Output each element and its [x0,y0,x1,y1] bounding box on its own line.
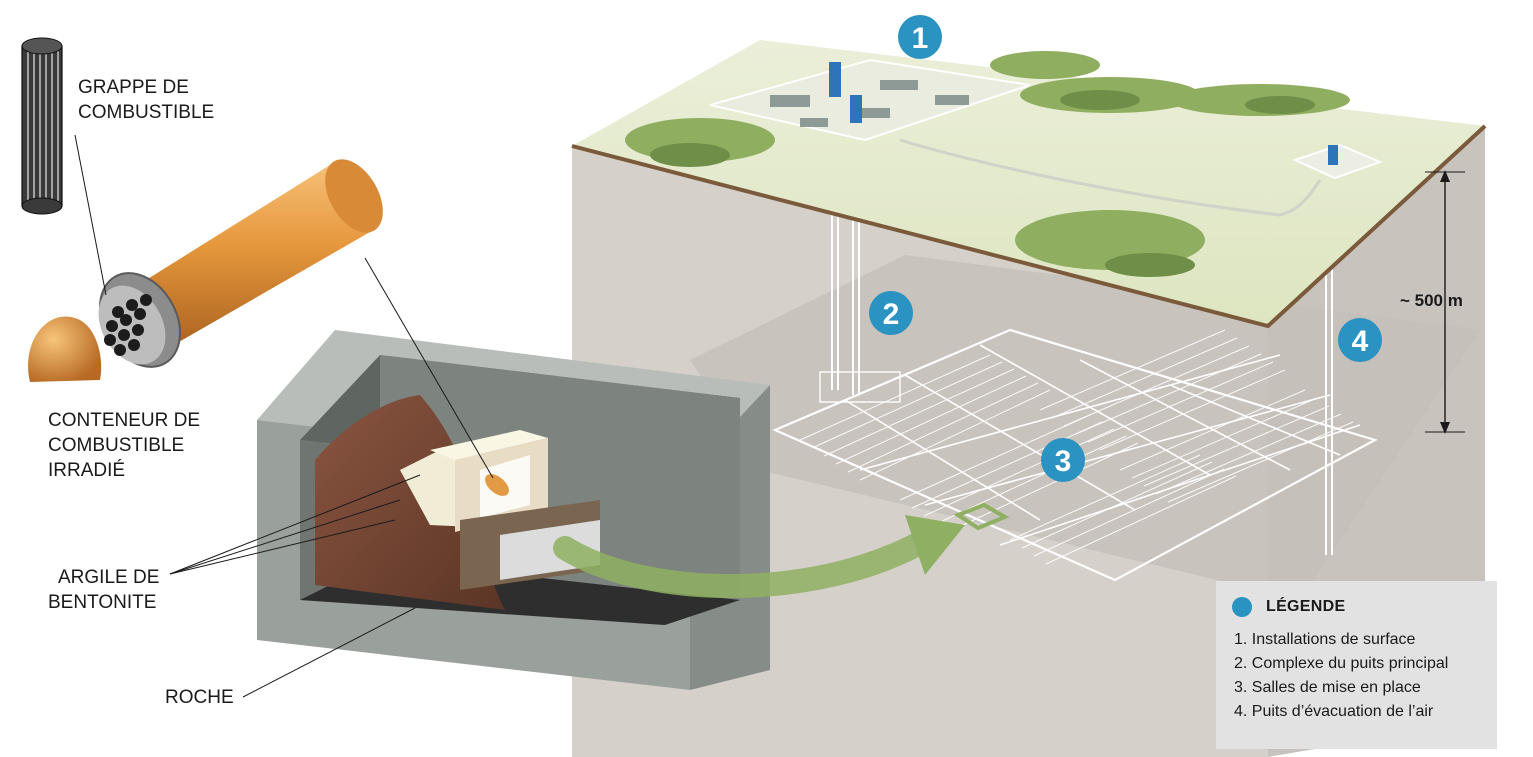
label-grappe-line1: GRAPPE DE [78,77,189,98]
legend-marker-icon [1232,597,1252,617]
label-conteneur-line3: IRRADIÉ [48,460,125,481]
marker-2: 2 [869,291,913,335]
depth-indicator: ~ 500 m [1400,170,1465,434]
fuel-bundle [21,37,63,215]
legend-item: 4. Puits d’évacuation de l’air [1234,703,1434,720]
label-conteneur-line2: COMBUSTIBLE [48,435,184,456]
placement-room-section [257,330,770,690]
label-grappe-line2: COMBUSTIBLE [78,102,214,123]
surface-facilities [709,58,1383,180]
marker-3: 3 [1041,438,1085,482]
marker-4: 4 [1338,318,1382,362]
leader-lines [74,134,494,698]
container-cap [28,316,102,382]
svg-text:1: 1 [912,22,929,55]
svg-text:3: 3 [1055,445,1072,478]
svg-text:2: 2 [883,298,900,331]
ground-surface [571,40,1487,329]
label-argile-line1: ARGILE DE [58,567,159,588]
depth-label: ~ 500 m [1400,291,1463,310]
legend-title: LÉGENDE [1266,598,1346,615]
legend-item: 3. Salles de mise en place [1234,679,1421,696]
highlighted-room [953,502,1010,531]
label-conteneur-line1: CONTENEUR DE [48,410,200,431]
arrow-to-repository [553,515,965,598]
legend-item: 1. Installations de surface [1234,631,1416,648]
label-argile-line2: BENTONITE [48,592,156,613]
used-fuel-container [28,159,383,382]
repository-level-plane [690,255,1480,600]
svg-text:4: 4 [1352,325,1369,358]
label-roche: ROCHE [165,687,234,708]
marker-1: 1 [898,15,942,59]
legend: LÉGENDE 1. Installations de surface 2. C… [1216,581,1497,749]
legend-item: 2. Complexe du puits principal [1234,655,1449,672]
placement-rooms-grid [772,328,1378,582]
